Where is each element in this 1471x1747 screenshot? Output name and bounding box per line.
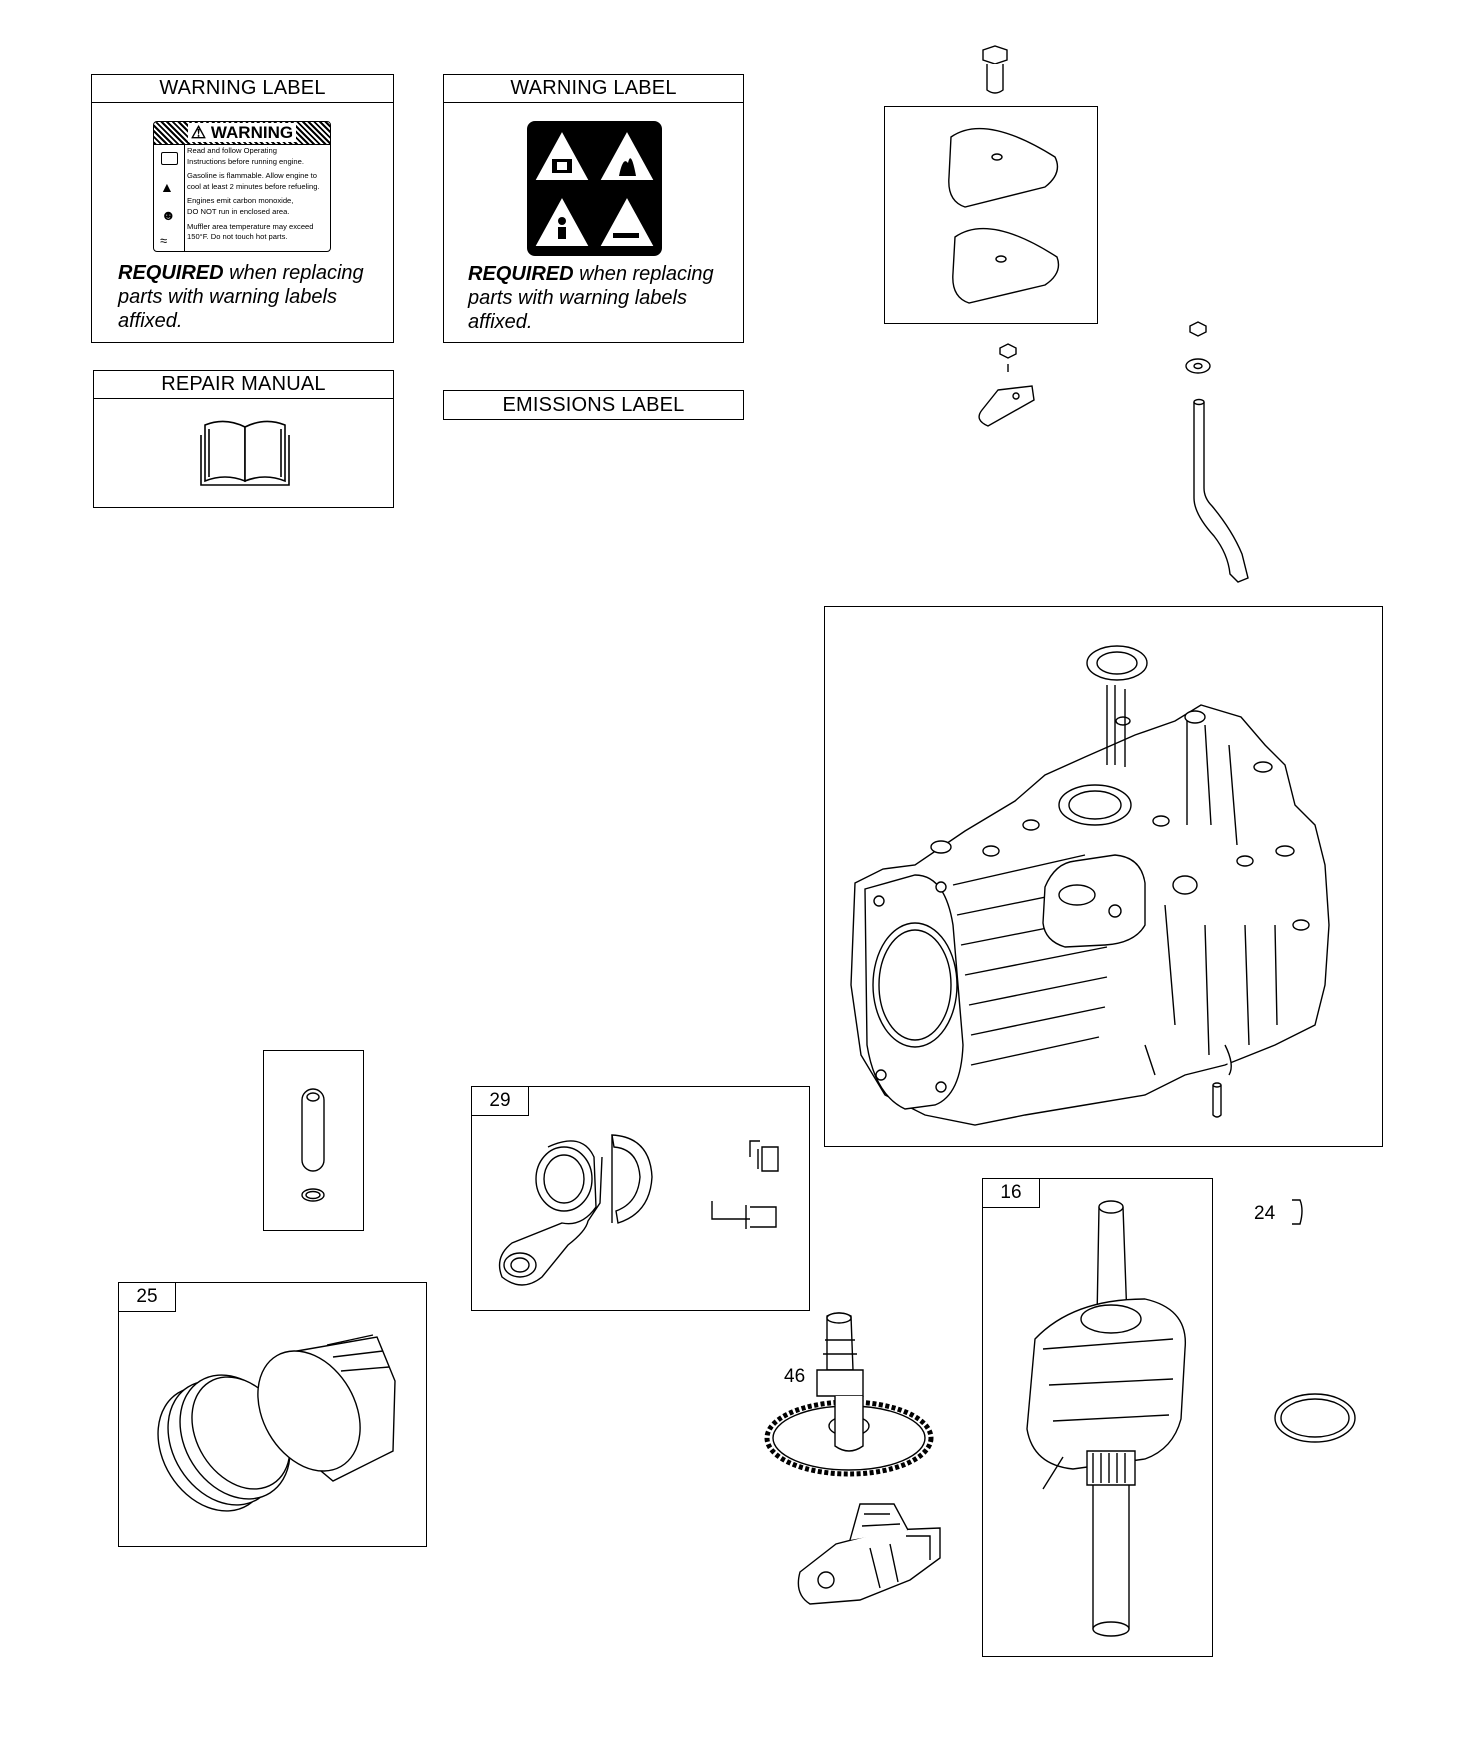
callout-piston-rings: 25 xyxy=(119,1283,176,1312)
breather-hardware xyxy=(968,340,1048,430)
hot-surface-icon: ≈ xyxy=(160,233,168,248)
dipstick-tube xyxy=(1170,318,1260,588)
breather-cover-plates xyxy=(945,117,1065,317)
warning-label-box-1: WARNING LABEL ⚠ WARNING ▲ ☻ ≈ Read and f… xyxy=(91,74,394,343)
repair-manual-box: REPAIR MANUAL xyxy=(93,370,394,508)
callout-key: 24 xyxy=(1254,1203,1276,1224)
sticker-line-3: Gasoline is flammable. Allow engine to xyxy=(187,171,318,181)
note-bold-1: REQUIRED xyxy=(118,262,224,284)
alert-triangle-icon: ⚠ xyxy=(190,123,207,142)
pictogram-warning-sticker xyxy=(527,121,662,256)
callout-crankshaft: 16 xyxy=(983,1179,1040,1208)
sticker-line-4: cool at least 2 minutes before refueling… xyxy=(187,181,320,191)
open-book-icon xyxy=(197,415,293,493)
cylinder-block-box xyxy=(824,606,1383,1147)
crankshaft-seal xyxy=(1270,1388,1360,1448)
repair-manual-title: REPAIR MANUAL xyxy=(94,371,393,399)
note-rest-2: when replacing parts with warning labels… xyxy=(468,263,714,333)
warning-label-title-2: WARNING LABEL xyxy=(444,75,743,103)
breather-cover-kit-box xyxy=(884,106,1098,324)
crankshaft-drawing xyxy=(1013,1189,1203,1649)
piston-rings-drawing xyxy=(137,1311,417,1541)
connecting-rod-box: 29 xyxy=(471,1086,810,1311)
manual-icon xyxy=(161,152,178,165)
warning-sticker-heading: ⚠ WARNING xyxy=(154,122,330,145)
warning-label-box-2: WARNING LABEL REQUIRED when replacing pa… xyxy=(443,74,744,343)
fire-icon: ▲ xyxy=(160,179,174,195)
sticker-line-5: Engines emit carbon monoxide, xyxy=(187,196,294,206)
woodruff-key xyxy=(1292,1196,1306,1228)
warning-label-title-1: WARNING LABEL xyxy=(92,75,393,103)
warning-label-note-2: REQUIRED when replacing parts with warni… xyxy=(468,262,730,334)
person-gas-icon: ☻ xyxy=(161,207,176,223)
note-bold-2: REQUIRED xyxy=(468,263,574,285)
warning-label-note-1: REQUIRED when replacing parts with warni… xyxy=(118,261,378,333)
governor-bracket-drawing xyxy=(790,1500,950,1610)
warning-sticker-heading-text: WARNING xyxy=(210,123,294,142)
piston-pin-drawing xyxy=(294,1085,338,1205)
sticker-line-8: 150°F. Do not touch hot parts. xyxy=(187,232,288,242)
cylinder-block-drawing xyxy=(845,625,1365,1135)
breather-bolt xyxy=(975,44,1015,94)
piston-rings-box: 25 xyxy=(118,1282,427,1547)
connecting-rod-drawing xyxy=(482,1127,802,1307)
sticker-line-2: Instructions before running engine. xyxy=(187,156,304,166)
piston-pin-box xyxy=(263,1050,364,1231)
emissions-label-box: EMISSIONS LABEL xyxy=(443,390,744,420)
emissions-label-title: EMISSIONS LABEL xyxy=(502,394,685,416)
sticker-line-7: Muffler area temperature may exceed xyxy=(187,221,314,231)
callout-camshaft: 46 xyxy=(784,1366,806,1387)
callout-connecting-rod: 29 xyxy=(472,1087,529,1116)
note-rest-1: when replacing parts with warning labels… xyxy=(118,262,364,332)
sticker-line-6: DO NOT run in enclosed area. xyxy=(187,206,290,216)
crankshaft-box: 16 xyxy=(982,1178,1213,1657)
sticker-line-1: Read and follow Operating xyxy=(187,146,277,155)
camshaft-gear-drawing xyxy=(765,1310,945,1490)
warning-sticker: ⚠ WARNING ▲ ☻ ≈ Read and follow Operatin… xyxy=(153,121,331,252)
